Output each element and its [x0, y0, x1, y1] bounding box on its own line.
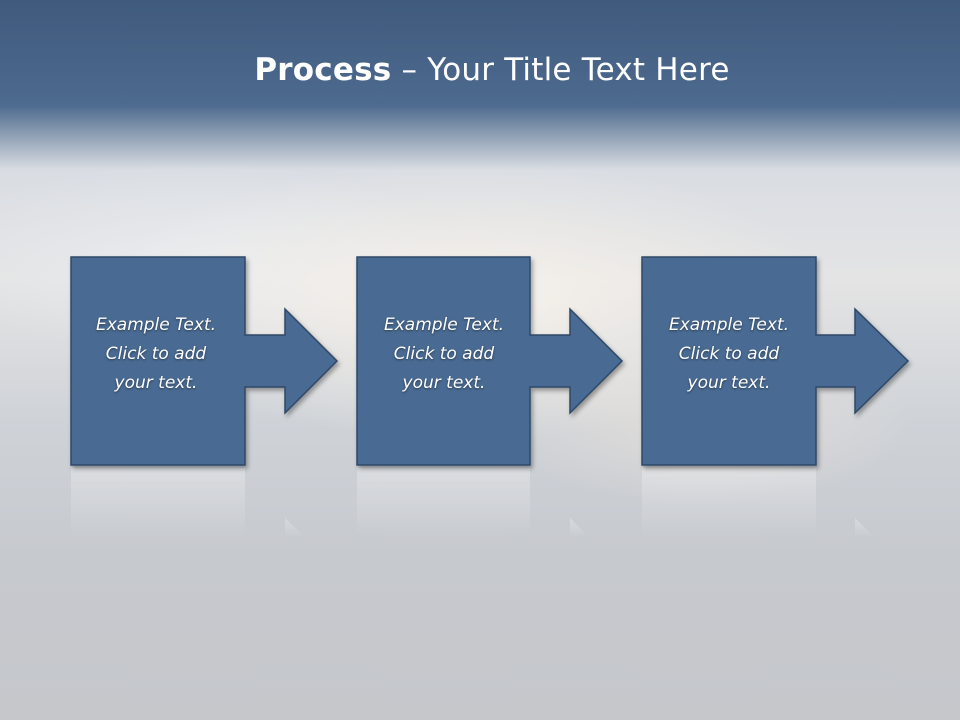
process-step-3-shape[interactable]	[641, 256, 910, 466]
reflection-step-3	[642, 468, 875, 538]
step-text-line: Example Text.	[383, 315, 505, 335]
process-step-3-text[interactable]: Example Text. Click to add your text.	[644, 311, 814, 398]
slide-title[interactable]: Process – Your Title Text Here	[0, 52, 960, 88]
step-text-line: Click to add	[678, 344, 780, 364]
title-bold-part: Process	[254, 52, 392, 88]
step-text-line: Click to add	[393, 344, 495, 364]
step-text-line: Click to add	[105, 344, 207, 364]
process-step-1-text[interactable]: Example Text. Click to add your text.	[71, 311, 241, 398]
process-step-2-shape[interactable]	[356, 256, 624, 466]
step-text-line: your text.	[402, 373, 486, 393]
step-text-line: Example Text.	[668, 315, 790, 335]
reflection-step-2	[357, 468, 590, 538]
process-step-2-text[interactable]: Example Text. Click to add your text.	[359, 311, 529, 398]
title-normal-part: – Your Title Text Here	[391, 52, 730, 88]
step-text-line: your text.	[114, 373, 198, 393]
process-step-1-shape[interactable]	[70, 256, 339, 466]
step-text-line: your text.	[687, 373, 771, 393]
shape-reflections	[71, 468, 875, 538]
reflection-step-1	[71, 468, 305, 538]
step-text-line: Example Text.	[95, 315, 217, 335]
